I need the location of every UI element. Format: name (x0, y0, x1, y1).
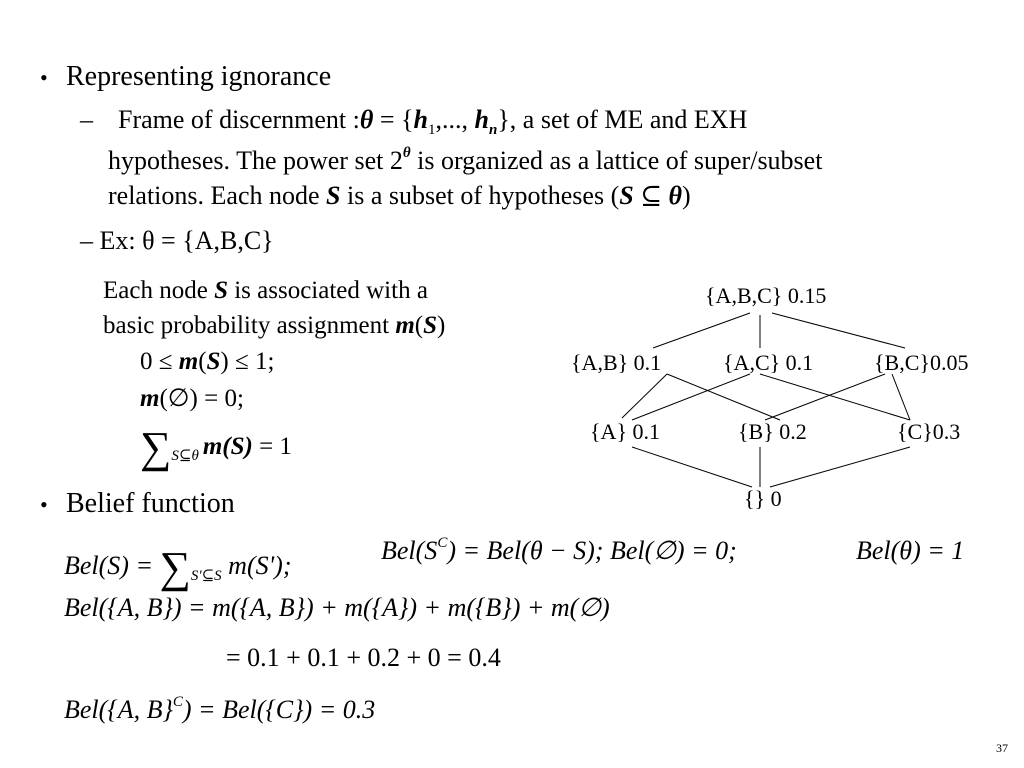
edge-ac-c (759, 373, 911, 421)
subset-S-symbol: S (619, 181, 634, 210)
assoc-line-1: Each node S is associated with a (103, 278, 428, 303)
relations-text-a: relations. Each node (108, 181, 327, 210)
hn-subscript: n (488, 122, 498, 138)
relations-text-b: is a subset of hypotheses ( (340, 181, 620, 210)
bel-sum-term: m(S'); (221, 551, 292, 580)
frame-lead-text: Frame of discernment : (118, 105, 360, 134)
edge-ac-a (631, 373, 751, 421)
range-open-paren: ( (198, 348, 207, 375)
belief-ab-value: = 0.1 + 0.1 + 0.2 + 0 = 0.4 (226, 643, 501, 672)
bel-S-lhs: Bel(S) = (64, 551, 160, 580)
belief-complement-eq: Bel(SC) = Bel(θ − S); Bel(∅) = 0; (381, 535, 737, 565)
edge-a-empty (631, 446, 753, 488)
frame-tail-text: , a set of ME and EXH (509, 105, 748, 134)
range-lower: 0 ≤ (140, 348, 179, 375)
relations-line: relations. Each node S is a subset of hy… (108, 183, 691, 209)
constraint-empty: m(∅) = 0; (140, 386, 244, 411)
bel-complement-lhs: Bel(S (381, 536, 438, 565)
example-line: – Ex: θ = {A,B,C} (80, 226, 274, 255)
edge-ab-a (621, 373, 668, 419)
hn-symbol: h (474, 105, 489, 134)
page-number: 37 (996, 741, 1008, 755)
ab-complement-superscript: C (172, 694, 183, 710)
node-abc: {A,B,C} 0.15 (705, 283, 827, 308)
edge-ab-b (666, 373, 781, 421)
belief-theta-eq: Bel(θ) = 1 (856, 536, 965, 565)
bel-ab-complement-lhs: Bel({A, B} (64, 695, 173, 724)
empty-text: (∅) = 0; (159, 385, 244, 412)
bel-ab-complement-rhs: ) = Bel({C}) = 0.3 (182, 695, 376, 724)
belief-definition-eq: Bel(S) = ∑S'⊆S m(S'); (64, 538, 292, 590)
ellipsis: ,..., (435, 105, 475, 134)
node-a: {A} 0.1 (590, 419, 661, 444)
bullet-marker: • (40, 65, 48, 90)
assoc-line-2: basic probability assignment m(S) (103, 313, 445, 338)
sum-mS: m(S) (202, 433, 253, 460)
sum-eq-one: = 1 (252, 433, 292, 460)
power-set-line: hypotheses. The power set 2θ is organize… (108, 145, 823, 175)
power-set-exponent: θ (402, 145, 411, 161)
node-ac: {A,C} 0.1 (723, 350, 814, 375)
node-bc: {B,C}0.05 (874, 350, 969, 375)
subseteq-symbol: ⊆ (633, 181, 669, 210)
sum-symbol: ∑ (140, 423, 172, 472)
belief-ab-complement: Bel({A, B}C) = Bel({C}) = 0.3 (64, 694, 376, 724)
empty-m-symbol: m (140, 385, 160, 412)
range-m-symbol: m (178, 348, 199, 375)
set-close: } (497, 105, 510, 134)
edge-abc-bc (771, 312, 906, 349)
complement-superscript: C (437, 535, 448, 551)
node-ab: {A,B} 0.1 (571, 350, 662, 375)
h1-symbol: h (413, 105, 428, 134)
bpa-m-symbol: m (395, 312, 415, 339)
theta-symbol: θ (359, 105, 374, 134)
assoc-S-symbol: S (214, 277, 228, 304)
edge-bc-c (891, 373, 911, 421)
node-c: {C}0.3 (897, 419, 961, 444)
bel-sum-symbol: ∑ (159, 543, 191, 592)
node-empty: {} 0 (744, 486, 782, 511)
assoc-text-b: is associated with a (227, 277, 428, 304)
bpa-close-paren: ) (437, 312, 446, 339)
relations-close-paren: ) (682, 181, 691, 210)
frame-of-discernment-line: – Frame of discernment :θ = {h1,..., hn}… (80, 105, 748, 138)
bullet-marker: • (40, 492, 48, 517)
bpa-text: basic probability assignment (103, 312, 396, 339)
h1-subscript: 1 (428, 122, 436, 138)
bpa-open-paren: ( (414, 312, 424, 339)
power-set-text-b: is organized as a lattice of super/subse… (410, 146, 823, 175)
node-b: {B} 0.2 (738, 419, 807, 444)
range-S-symbol: S (206, 348, 221, 375)
power-set-text-a: hypotheses. The power set 2 (108, 146, 403, 175)
bel-sum-subscript: S'⊆S (190, 568, 222, 584)
bel-complement-rhs: ) = Bel(θ − S); Bel(∅) = 0; (447, 536, 737, 565)
bpa-S-symbol: S (423, 312, 437, 339)
set-open: = { (373, 105, 414, 134)
sum-subscript: S⊆θ (171, 448, 199, 464)
node-S-symbol: S (326, 181, 341, 210)
range-upper: ) ≤ 1; (220, 348, 275, 375)
bullet-representing-ignorance: Representing ignorance (66, 61, 332, 92)
edge-abc-ab (652, 312, 751, 349)
belief-ab-expansion: Bel({A, B}) = m({A, B}) + m({A}) + m({B}… (64, 593, 610, 622)
assoc-text-a: Each node (103, 277, 215, 304)
sub-dash: – (80, 105, 93, 134)
subset-theta-symbol: θ (668, 181, 683, 210)
constraint-range: 0 ≤ m(S) ≤ 1; (140, 349, 274, 374)
edge-bc-b (764, 373, 886, 421)
edge-c-empty (769, 446, 911, 488)
bullet-belief-function: Belief function (66, 488, 235, 519)
